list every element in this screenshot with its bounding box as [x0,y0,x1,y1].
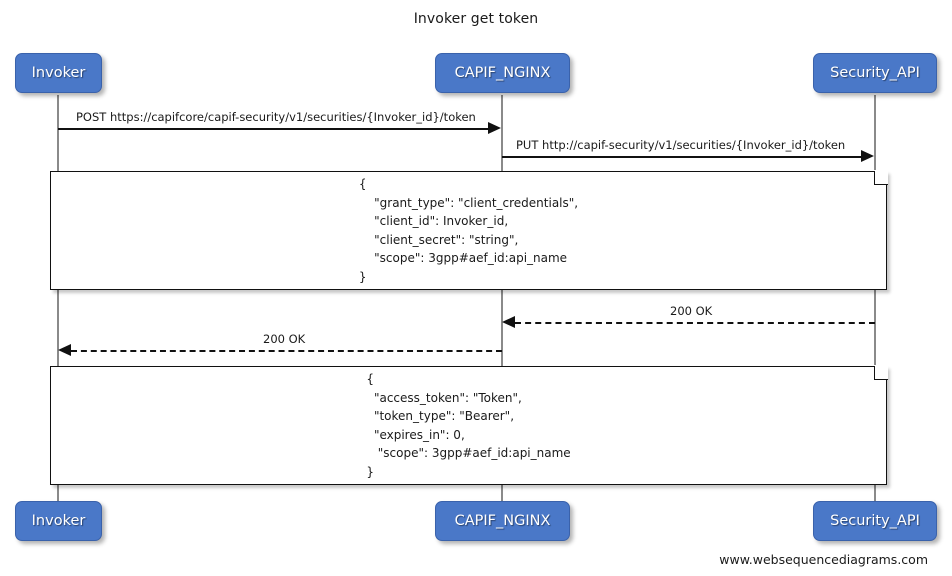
message-line [515,322,875,324]
message-label: 200 OK [670,304,713,318]
note-fold-corner-icon [873,365,888,380]
note-fold-corner-icon [873,170,888,185]
message-label: POST https://capifcore/capif-security/v1… [76,110,476,124]
lifeline-invoker [57,95,59,501]
note-text: { "access_token": "Token", "token_type":… [366,372,571,479]
lifeline-capif-nginx [501,95,503,501]
message-line [71,350,502,352]
lifeline-security-api [874,95,876,501]
participant-invoker-top[interactable]: Invoker [15,53,102,93]
participant-label: Security_API [830,65,920,81]
arrowhead-left [502,316,515,328]
arrowhead-right [861,150,874,162]
note-text: { "grant_type": "client_credentials", "c… [358,177,579,284]
participant-invoker-bottom[interactable]: Invoker [15,501,102,541]
participant-security-api-bottom[interactable]: Security_API [813,501,937,541]
participant-security-api-top[interactable]: Security_API [813,53,937,93]
message-label: PUT http://capif-security/v1/securities/… [516,138,846,152]
arrowhead-right [488,122,501,134]
participant-capif-nginx-top[interactable]: CAPIF_NGINX [435,53,570,93]
participant-label: CAPIF_NGINX [454,65,551,81]
note-response-body: { "access_token": "Token", "token_type":… [50,365,888,485]
footer-credit: www.websequencediagrams.com [719,552,928,567]
participant-label: CAPIF_NGINX [454,513,551,529]
participant-label: Invoker [31,513,86,529]
diagram-title: Invoker get token [413,11,539,27]
note-request-body: { "grant_type": "client_credentials", "c… [50,170,888,290]
participant-label: Security_API [830,513,920,529]
participant-capif-nginx-bottom[interactable]: CAPIF_NGINX [435,501,570,541]
message-line [58,128,488,130]
participant-label: Invoker [31,65,86,81]
arrowhead-left [58,344,71,356]
message-label: 200 OK [263,332,306,346]
message-line [502,156,861,158]
